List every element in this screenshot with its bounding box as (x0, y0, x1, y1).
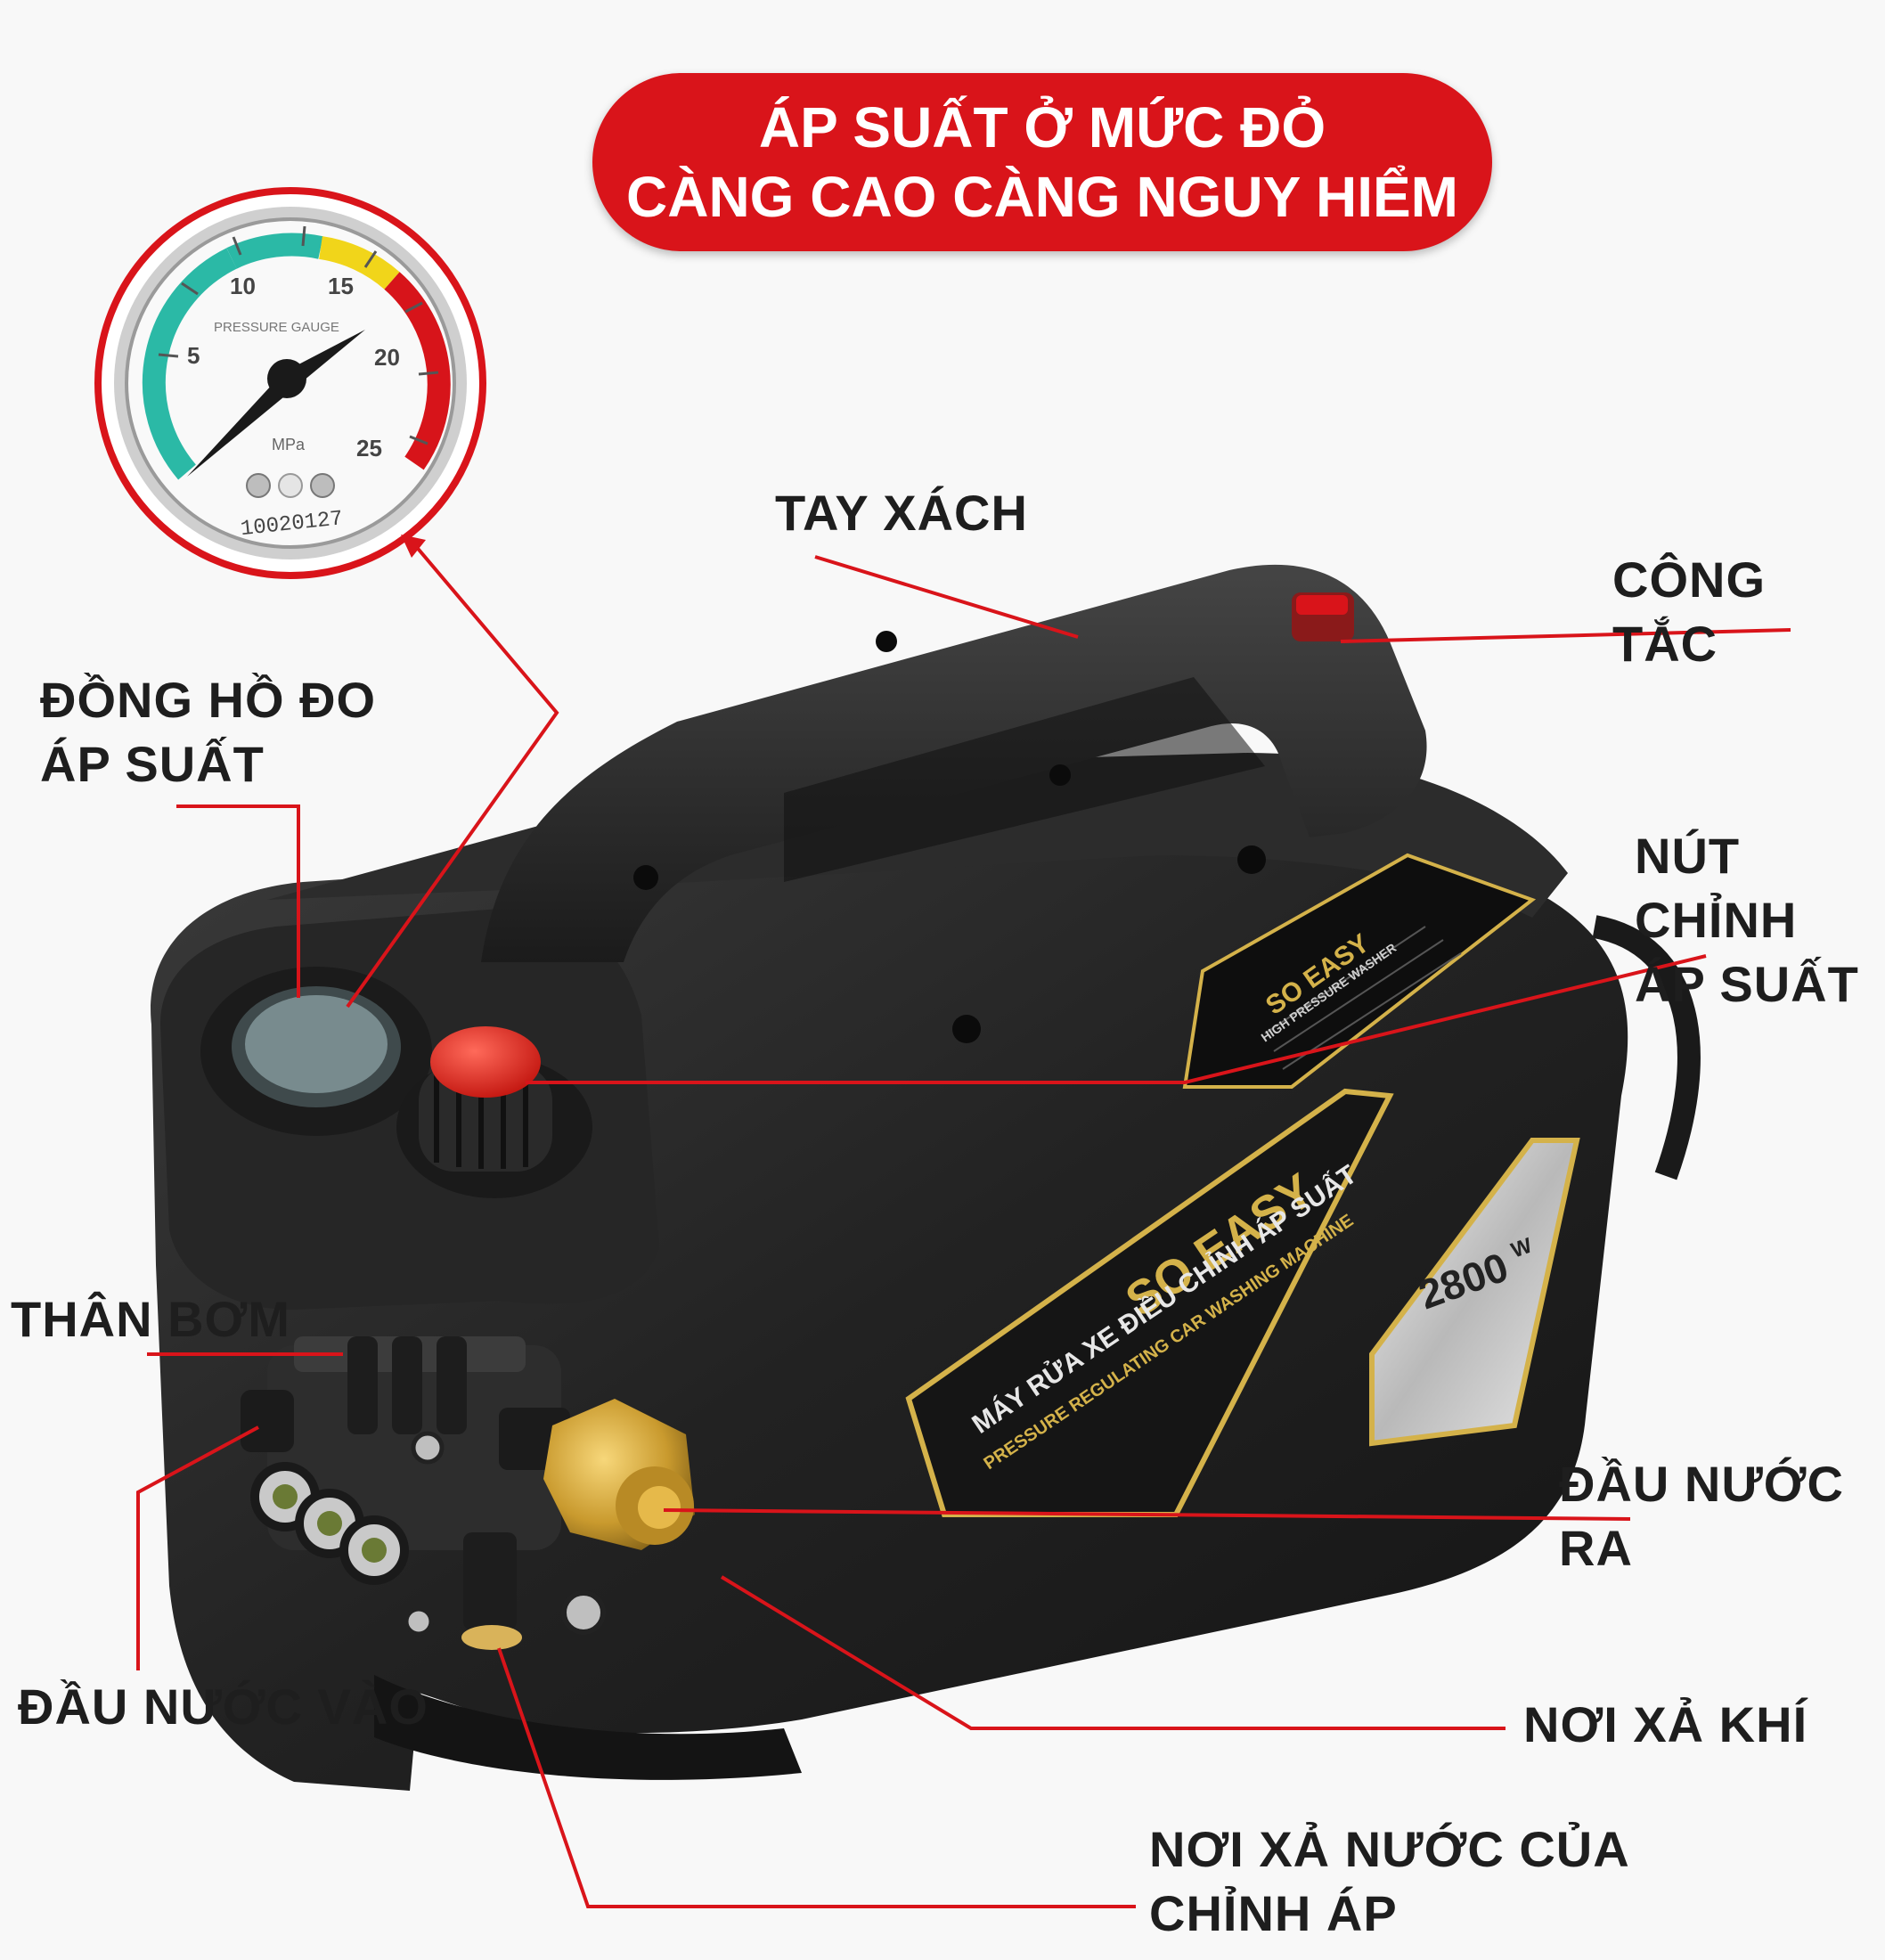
gauge-tick-15: 15 (328, 273, 354, 299)
callout-gauge-to-zoom (346, 537, 559, 1009)
callout-outlet (663, 1508, 1631, 1521)
callout-inlet (136, 1425, 259, 1670)
gauge-tick-10: 10 (230, 273, 256, 299)
gauge-tick-25: 25 (356, 435, 382, 461)
banner-line-1: ÁP SUẤT Ở MỨC ĐỎ (758, 95, 1326, 159)
callout-drain (497, 1647, 1136, 1908)
side-decal (905, 1088, 1394, 1517)
label-pressure-knob: NÚT CHỈNH ÁP SUẤT (1635, 828, 1859, 1012)
gauge-face-label: PRESSURE GAUGE (214, 320, 339, 335)
banner-line-2: CÀNG CAO CÀNG NGUY HIỂM (626, 165, 1458, 229)
callout-air-release (720, 1575, 1506, 1730)
callout-knob (526, 954, 1707, 1084)
label-pump-body: THÂN BƠM (11, 1291, 290, 1347)
gauge-tick-5: 5 (187, 342, 200, 369)
gauge-green-zone (142, 248, 237, 480)
gauge-zoom: 5 10 15 20 25 PRESSURE GAUGE MPa 1002012… (94, 187, 486, 579)
gauge-yellow-zone (318, 236, 400, 290)
gauge-arrowhead (401, 535, 426, 558)
label-air-release: NƠI XẢ KHÍ (1523, 1696, 1808, 1752)
callout-gauge (176, 804, 300, 998)
label-drain: NƠI XẢ NƯỚC CỦA CHỈNH ÁP (1149, 1821, 1630, 1941)
power-badge (1369, 1138, 1580, 1447)
label-water-inlet: ĐẦU NƯỚC VÀO (18, 1678, 428, 1735)
gauge-unit: MPa (272, 436, 306, 453)
label-switch: CÔNG TẮC (1612, 551, 1766, 672)
warning-banner: ÁP SUẤT Ở MỨC ĐỎ CÀNG CAO CÀNG NGUY HIỂM (592, 73, 1492, 251)
label-gauge: ĐỒNG HỒ ĐO ÁP SUẤT (40, 672, 377, 792)
callout-lines (136, 537, 1791, 1908)
label-handle: TAY XÁCH (775, 485, 1028, 541)
callout-switch (1340, 628, 1791, 643)
pressure-knob-body (419, 1065, 552, 1172)
drain-fitting (461, 1625, 522, 1650)
power-cord (1592, 915, 1701, 1180)
pump-assembly (241, 1336, 695, 1650)
water-inlet-fitting (241, 1390, 294, 1452)
air-release-screw (561, 1590, 606, 1635)
pump-caps (250, 1462, 409, 1585)
pressure-knob-cap (430, 1026, 541, 1098)
label-water-outlet: ĐẦU NƯỚC RA (1559, 1456, 1844, 1576)
gauge-needle (187, 330, 365, 477)
gauge-red-zone (384, 272, 451, 470)
gauge-tick-20: 20 (374, 344, 400, 371)
callout-handle (814, 555, 1079, 639)
